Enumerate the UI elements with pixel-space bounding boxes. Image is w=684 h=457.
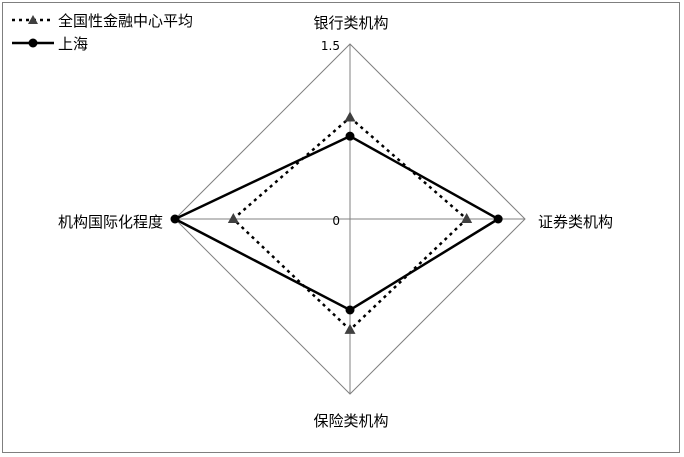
series-1-point-2	[461, 213, 473, 223]
series-1-point-1	[344, 111, 356, 122]
legend-item-shanghai: 上海	[12, 35, 88, 53]
axis-label-banking: 银行类机构	[313, 14, 388, 32]
radial-tick-label-max: 1.5	[321, 39, 340, 53]
legend-triangle-marker	[28, 15, 38, 24]
series-2-point-4	[170, 214, 180, 224]
axis-label-internationalization: 机构国际化程度	[58, 213, 163, 231]
axis-label-securities: 证券类机构	[538, 213, 613, 231]
legend-item-national-average: 全国性金融中心平均	[12, 12, 193, 30]
radial-tick-label-zero: 0	[332, 214, 340, 228]
axis-label-insurance: 保险类机构	[313, 412, 388, 430]
legend-label-shanghai: 上海	[58, 35, 88, 53]
label-layer: 银行类机构 证券类机构 保险类机构 机构国际化程度 1.5 0	[58, 14, 613, 430]
series-1-point-4	[227, 213, 239, 223]
series-2-point-1	[345, 131, 355, 141]
legend-circle-marker	[28, 38, 38, 48]
legend-label-national-average: 全国性金融中心平均	[58, 12, 193, 30]
series-layer	[170, 111, 503, 334]
chart-frame	[2, 2, 680, 453]
series-2-point-3	[345, 305, 355, 315]
radar-grid	[174, 43, 526, 395]
series-2-point-2	[493, 214, 503, 224]
series-1-point-3	[344, 323, 356, 334]
legend: 全国性金融中心平均 上海	[12, 12, 193, 53]
